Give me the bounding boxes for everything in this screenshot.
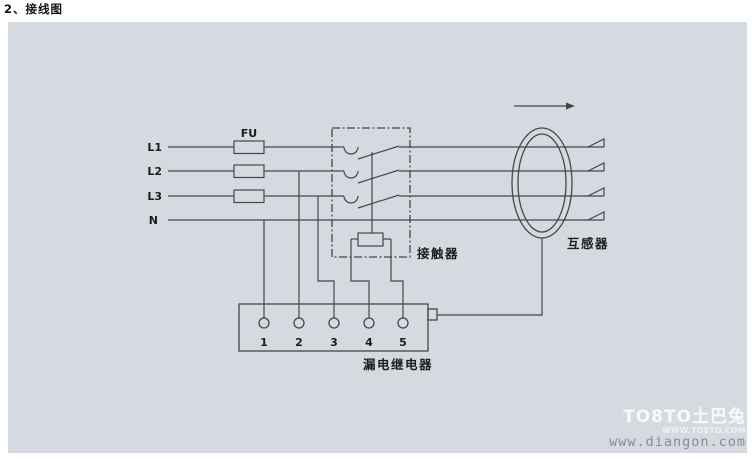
label-l1: L1 — [147, 141, 162, 154]
relay-terminal-3 — [328, 317, 340, 329]
neutral-line — [168, 211, 605, 221]
label-n: N — [149, 214, 158, 227]
wire-terminal-4 — [350, 239, 370, 318]
contact-arc-2 — [343, 170, 359, 179]
relay-terminal-5 — [397, 317, 409, 329]
arrowhead-l3 — [587, 187, 605, 197]
arrowhead-n — [587, 211, 605, 221]
transformer-ring-outer — [511, 127, 573, 239]
leakage-relay — [238, 303, 438, 352]
direction-arrow — [514, 102, 575, 110]
phase-line-l1 — [168, 138, 605, 155]
relay-tab — [427, 308, 438, 321]
contact-arc-3 — [343, 195, 359, 204]
page-title: 2、接线图 — [4, 2, 64, 16]
arrowhead-l2 — [587, 162, 605, 172]
contact-arc-1 — [343, 146, 359, 155]
terminal-number-3: 3 — [330, 336, 338, 349]
transformer-to-relay-wire — [437, 238, 543, 316]
fuse-l3 — [233, 189, 265, 204]
contactor-coil — [357, 232, 384, 247]
contact-blade-2 — [357, 169, 400, 184]
label-contactor: 接触器 — [417, 246, 459, 261]
phase-line-l3 — [168, 187, 605, 204]
wire-terminal-3 — [317, 196, 335, 318]
fuse-l2 — [233, 164, 265, 179]
relay-terminal-1 — [258, 317, 270, 329]
label-fu: FU — [241, 127, 257, 140]
terminal-number-1: 1 — [260, 336, 268, 349]
terminal-number-5: 5 — [399, 336, 407, 349]
contactor-dashed-box — [331, 127, 411, 258]
transformer-ring-inner — [517, 133, 567, 233]
relay-terminal-2 — [293, 317, 305, 329]
contactor — [331, 127, 411, 258]
relay-wires — [263, 171, 404, 318]
contact-blade-3 — [357, 194, 400, 209]
terminal-number-2: 2 — [295, 336, 303, 349]
arrowhead-l1 — [587, 138, 605, 148]
label-l2: L2 — [147, 165, 162, 178]
direction-arrowhead — [566, 102, 575, 110]
relay-box — [238, 303, 429, 352]
label-transformer: 互感器 — [567, 236, 609, 251]
terminal-number-4: 4 — [365, 336, 373, 349]
label-l3: L3 — [147, 190, 162, 203]
contact-blade-1 — [357, 145, 400, 160]
wire-terminal-5 — [390, 239, 404, 318]
label-relay: 漏电继电器 — [363, 357, 433, 372]
phase-line-l2 — [168, 162, 605, 179]
fuse-l1 — [233, 140, 265, 155]
relay-terminal-4 — [363, 317, 375, 329]
current-transformer — [437, 127, 573, 316]
